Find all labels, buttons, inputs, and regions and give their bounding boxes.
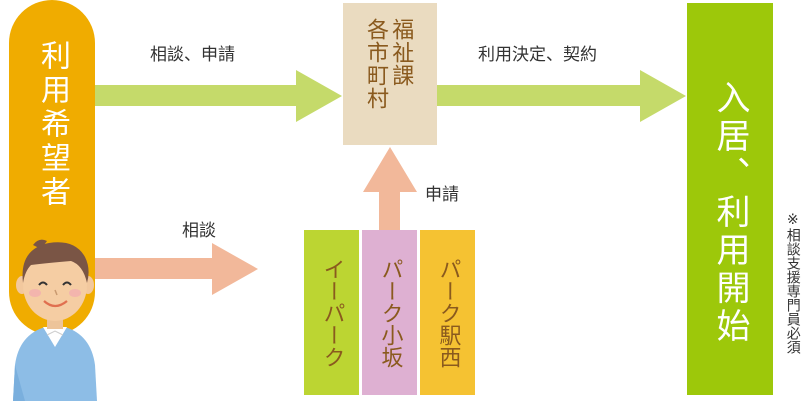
support-specialist-note: ※相談支援専門員必須: [784, 212, 801, 354]
arrow-office-to-start: [437, 70, 686, 122]
facility-box-park-kosaka: パーク小坂: [362, 230, 417, 395]
welfare-office-label: 各市町村 福祉課: [343, 18, 437, 110]
welfare-office-box: [343, 3, 437, 145]
start-label-text: 入居、利用開始: [710, 80, 750, 346]
facility-name: パーク駅西: [435, 258, 461, 368]
arrow-user-to-facilities: [95, 243, 258, 295]
label-decision-contract: 利用決定、契約: [478, 45, 597, 65]
facility-box-park-ekinishi: パーク駅西: [420, 230, 475, 395]
move-in-start-label: 入居、利用開始: [687, 80, 773, 346]
office-label-col2: 福祉課: [388, 18, 414, 87]
arrow-facilities-to-office: [363, 147, 417, 230]
label-apply: 申請: [425, 185, 459, 205]
user-label-text: 利用希望者: [35, 40, 70, 210]
facility-name: パーク小坂: [377, 258, 403, 368]
office-label-col1: 各市町村: [363, 18, 388, 110]
user-label: 利用希望者: [9, 40, 95, 210]
facility-box-epark: イーパーク: [304, 230, 359, 395]
smiling-man-icon: [13, 239, 97, 401]
facility-name: イーパーク: [319, 258, 345, 368]
label-consult-apply: 相談、申請: [150, 45, 235, 65]
move-in-start-box: [687, 3, 773, 395]
label-consult: 相談: [182, 221, 216, 241]
arrow-user-to-office: [95, 70, 342, 122]
